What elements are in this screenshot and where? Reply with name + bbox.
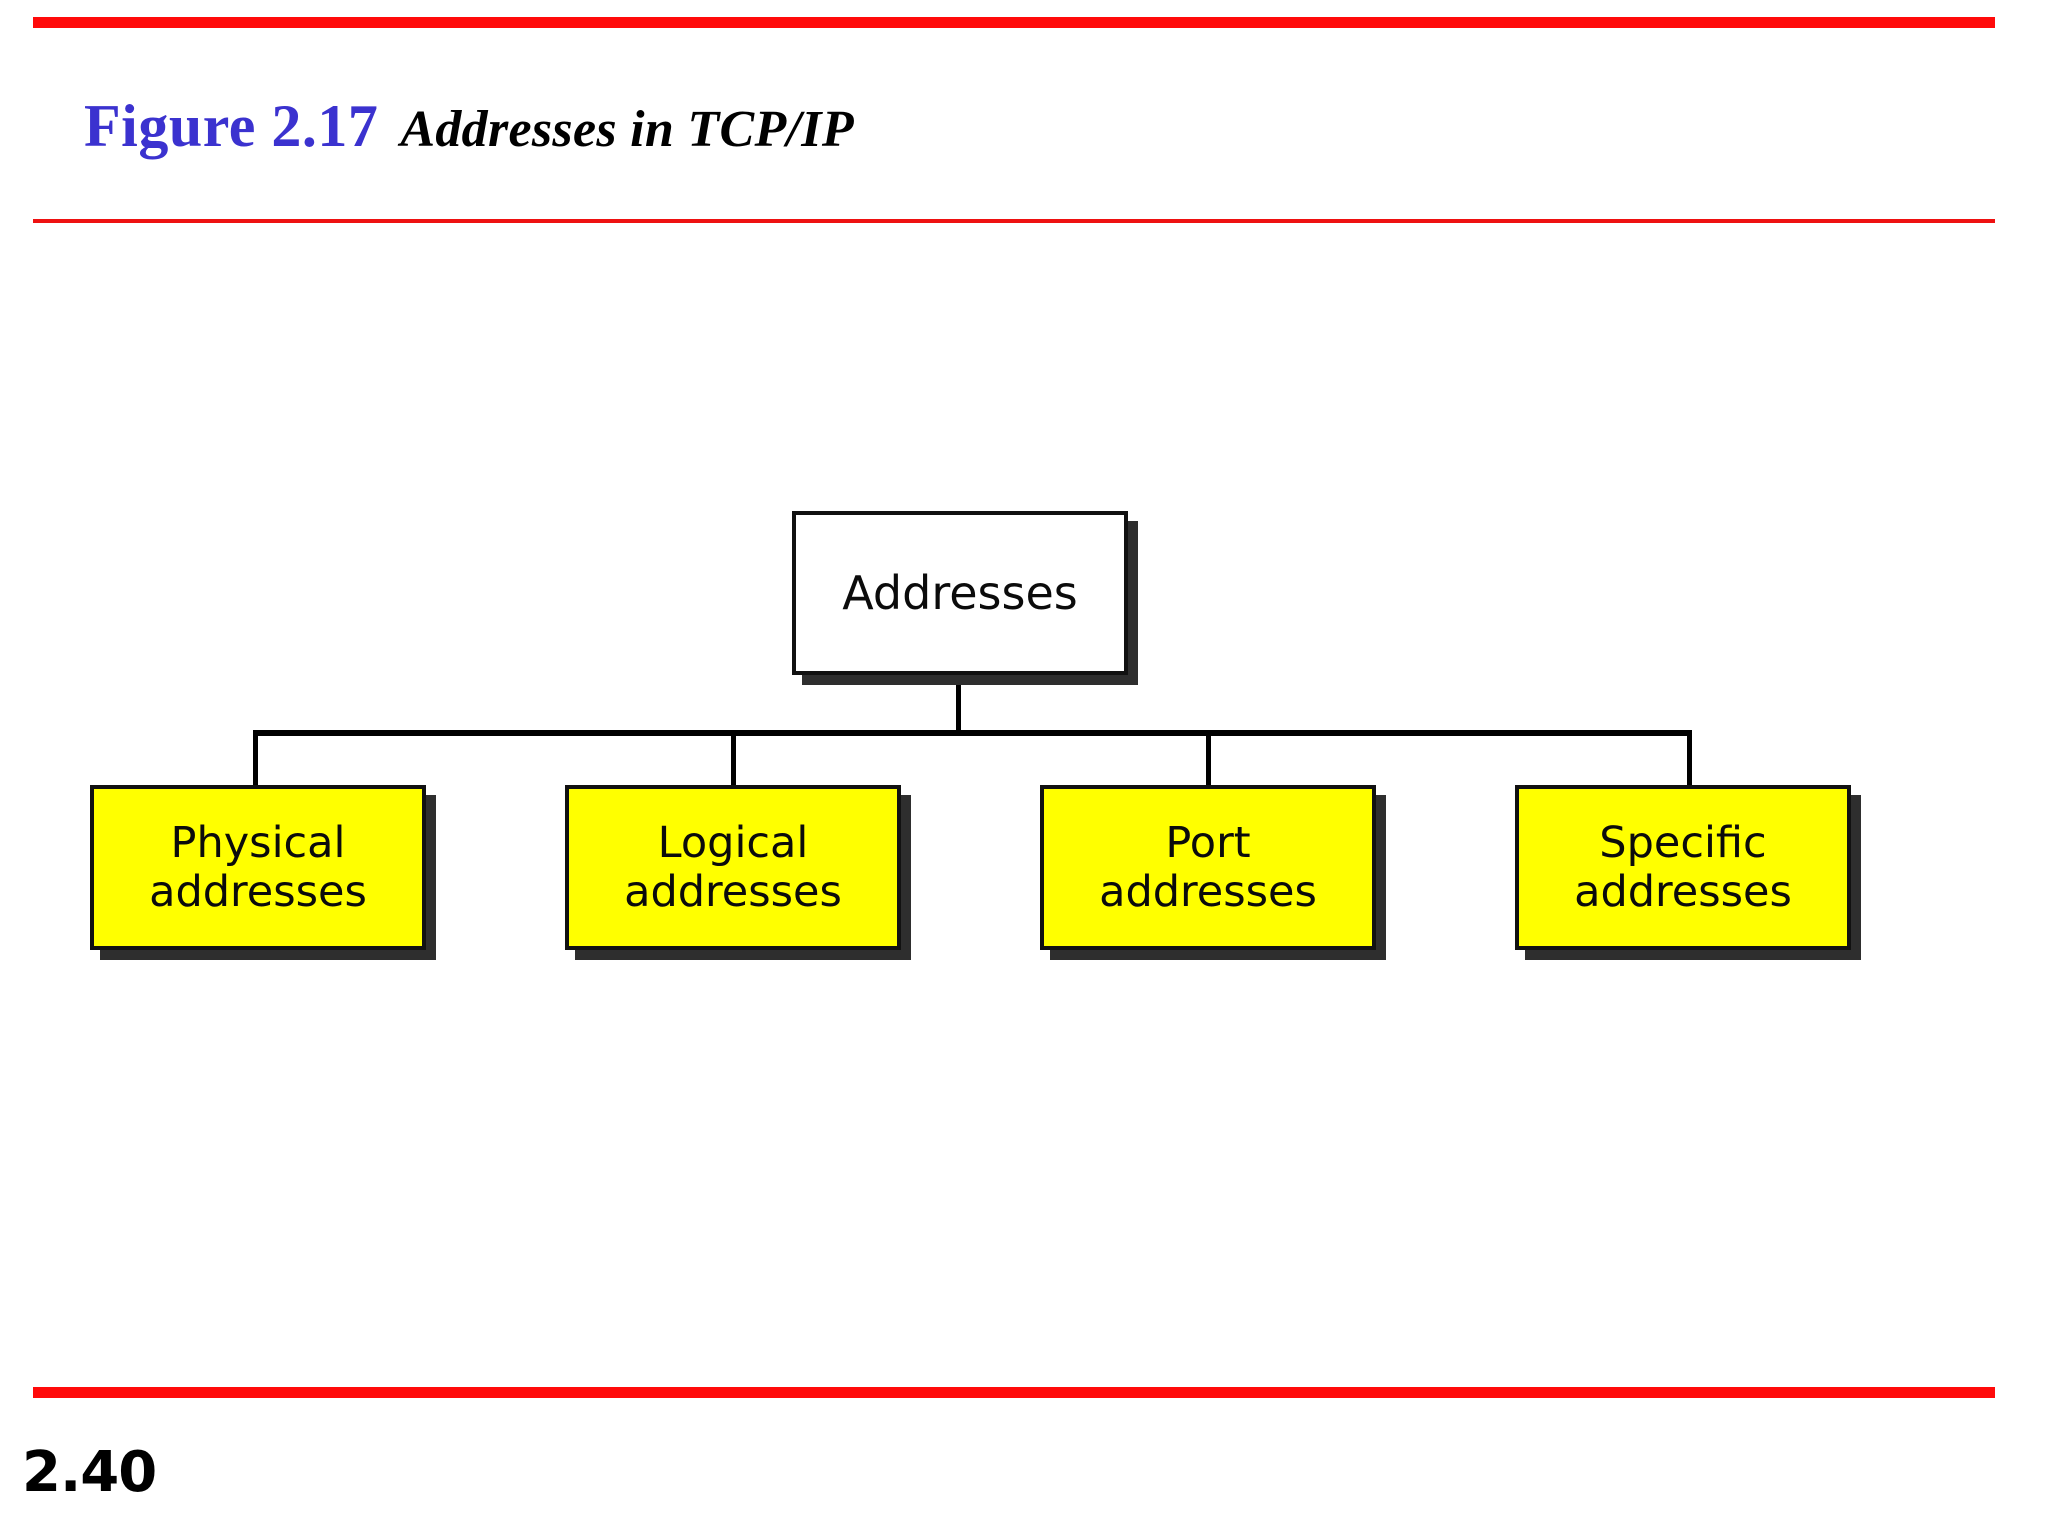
connector-drop-physical: [253, 730, 258, 787]
node-label-line-1: Port: [1165, 818, 1251, 869]
bottom-red-rule: [33, 1387, 1995, 1398]
page-number: 2.40: [22, 1440, 157, 1505]
node-label-line-2: addresses: [149, 866, 367, 917]
node-physical-addresses: Physical addresses: [90, 785, 426, 950]
connector-drop-specific: [1687, 730, 1692, 787]
node-label-line-1: Specific: [1599, 818, 1767, 869]
figure-number-label: Figure 2.17: [84, 93, 379, 159]
connector-horizontal-bus: [253, 730, 1692, 736]
node-physical-addresses-label: Physical addresses: [149, 819, 367, 915]
figure-caption-text: Addresses in TCP/IP: [400, 101, 854, 158]
node-label-line-1: Physical: [170, 818, 346, 869]
node-port-addresses: Port addresses: [1040, 785, 1376, 950]
connector-drop-logical: [731, 730, 736, 787]
node-addresses: Addresses: [792, 511, 1128, 675]
node-label-line-2: addresses: [624, 866, 842, 917]
node-logical-addresses-label: Logical addresses: [624, 819, 842, 915]
top-red-rule: [33, 17, 1995, 28]
connector-root-stem: [956, 675, 961, 734]
connector-drop-port: [1206, 730, 1211, 787]
node-label-line-2: addresses: [1574, 866, 1792, 917]
node-label-line-2: addresses: [1099, 866, 1317, 917]
node-specific-addresses: Specific addresses: [1515, 785, 1851, 950]
node-label-line-1: Logical: [657, 818, 809, 869]
title-divider-rule: [33, 219, 1995, 223]
node-port-addresses-label: Port addresses: [1099, 819, 1317, 915]
figure-title: Figure 2.17 Addresses in TCP/IP: [84, 96, 854, 156]
node-specific-addresses-label: Specific addresses: [1574, 819, 1792, 915]
node-addresses-label: Addresses: [842, 566, 1078, 620]
node-logical-addresses: Logical addresses: [565, 785, 901, 950]
